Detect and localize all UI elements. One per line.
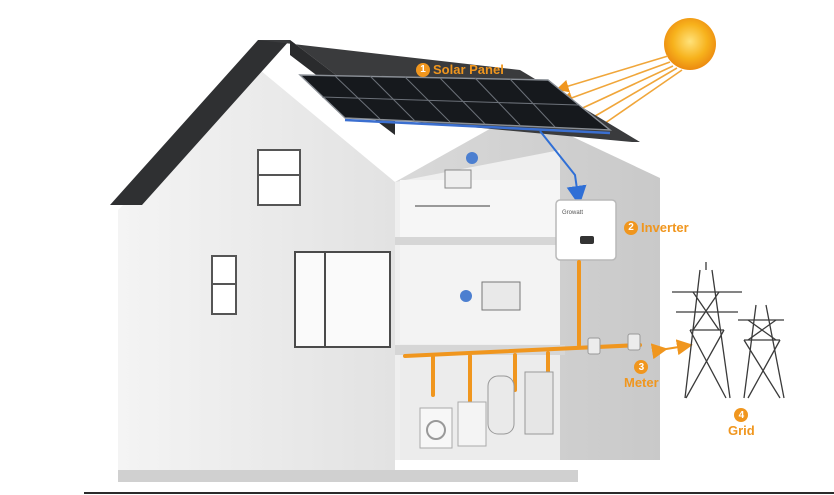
inverter-brand: Growatt (562, 210, 583, 216)
battery-unit (524, 371, 554, 435)
ac-wiring (403, 260, 642, 407)
water-heater (457, 401, 487, 447)
meter-grid-arrow (650, 339, 693, 360)
callout-label-grid: Grid (728, 423, 755, 438)
callout-meter: 3 Meter (624, 360, 659, 390)
washing-machine (419, 407, 453, 449)
callout-grid: 4 Grid (728, 408, 755, 438)
solar-panel-array (298, 74, 613, 135)
callout-number-3: 3 (634, 360, 649, 374)
grid-towers (672, 262, 785, 399)
sun-icon (664, 18, 716, 70)
callout-number-4: 4 (734, 408, 749, 422)
dc-flow-arrow (539, 130, 587, 206)
callout-label-inverter: Inverter (641, 220, 689, 235)
living-room-tv (481, 281, 521, 311)
globe-icon (466, 152, 478, 164)
callout-label-solar-panel: Solar Panel (433, 62, 504, 77)
globe-icon-2 (460, 290, 472, 302)
upper-floor-desk (415, 169, 490, 207)
callout-solar-panel: 1 Solar Panel (416, 62, 504, 77)
callout-inverter: 2 Inverter (624, 220, 689, 235)
callout-number-1: 1 (416, 62, 430, 77)
boiler (487, 375, 515, 435)
meter-device (587, 333, 641, 355)
inverter-unit: Growatt (555, 199, 617, 261)
callout-number-2: 2 (624, 220, 638, 235)
callout-label-meter: Meter (624, 375, 659, 390)
house (118, 70, 660, 482)
sun-rays (555, 55, 683, 132)
